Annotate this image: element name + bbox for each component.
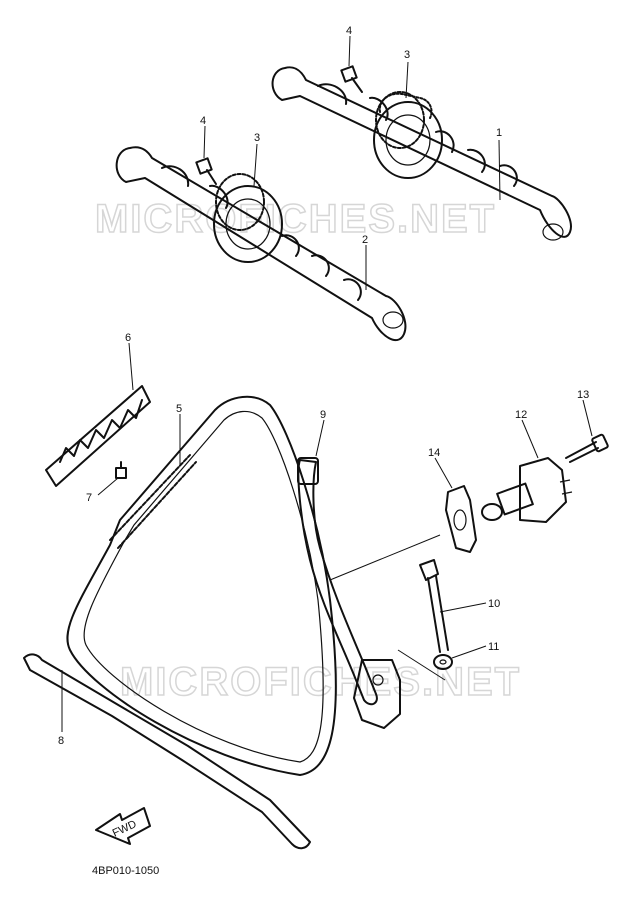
front-direction-arrow: FWD (95, 807, 151, 845)
leader-13 (582, 399, 593, 437)
callout-7[interactable]: 7 (86, 492, 92, 504)
leader-14 (434, 457, 453, 489)
reference-line-bolt (397, 649, 446, 681)
watermark-bottom: MICROFICHES.NET (120, 660, 521, 704)
callout-14[interactable]: 14 (428, 447, 440, 459)
leader-6 (128, 342, 134, 391)
cam-sprocket-upper[interactable] (375, 91, 425, 149)
callout-3-lower[interactable]: 3 (254, 132, 260, 144)
callout-4-lower[interactable]: 4 (200, 115, 206, 127)
cam-sprocket-lower[interactable] (215, 173, 265, 231)
cam-chain-tensioner[interactable] (481, 457, 573, 523)
leader-12 (521, 419, 539, 459)
camshaft-intake[interactable] (115, 146, 407, 341)
callout-6[interactable]: 6 (125, 332, 131, 344)
callout-13[interactable]: 13 (577, 389, 589, 401)
callout-9[interactable]: 9 (320, 409, 326, 421)
chain-guide-lower[interactable] (23, 653, 311, 850)
callout-4-upper[interactable]: 4 (346, 25, 352, 37)
tensioner-gasket[interactable] (445, 485, 477, 553)
callout-10[interactable]: 10 (488, 598, 500, 610)
callout-5[interactable]: 5 (176, 403, 182, 415)
guide-screw[interactable] (115, 461, 127, 479)
callout-3-upper[interactable]: 3 (404, 49, 410, 61)
leader-7 (97, 477, 119, 496)
chain-guide-top[interactable] (45, 385, 151, 487)
callout-1[interactable]: 1 (496, 127, 502, 139)
washer[interactable] (433, 654, 453, 670)
watermark-top: MICROFICHES.NET (95, 197, 496, 241)
sprocket-bolt-lower[interactable] (195, 157, 217, 185)
fwd-label: FWD (111, 818, 139, 839)
callout-8[interactable]: 8 (58, 735, 64, 747)
callout-11[interactable]: 11 (488, 641, 499, 653)
leader-4b (203, 125, 206, 159)
callout-12[interactable]: 12 (515, 409, 527, 421)
tensioner-guide[interactable] (297, 457, 378, 706)
callout-2[interactable]: 2 (362, 234, 368, 246)
leader-3a (405, 61, 409, 99)
drawing-code: 4BP010-1050 (92, 865, 159, 877)
camshaft-exhaust[interactable] (271, 66, 572, 241)
guide-bolt[interactable] (419, 559, 449, 653)
leader-9 (315, 419, 325, 457)
cam-chain[interactable] (66, 395, 337, 776)
tensioner-bolt[interactable] (565, 433, 609, 463)
guide-bracket[interactable] (353, 659, 401, 729)
leader-11 (451, 645, 487, 659)
reference-line-gasket (329, 534, 441, 581)
leader-4a (348, 35, 351, 67)
sprocket-bolt-upper[interactable] (340, 65, 363, 93)
leader-3b (253, 143, 258, 187)
leader-1 (498, 139, 501, 201)
leader-10 (439, 602, 487, 613)
